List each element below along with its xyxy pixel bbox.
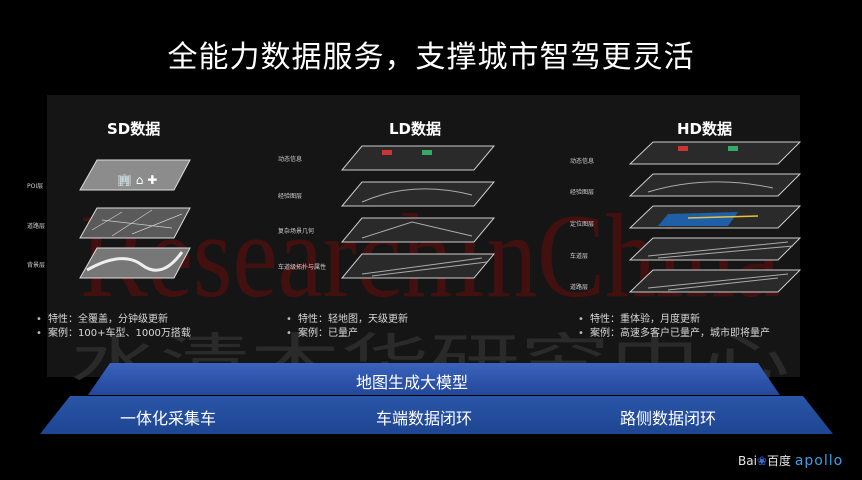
base-band-item: 车端数据闭环 (376, 409, 473, 428)
hd-layer-stack (628, 141, 802, 293)
sd-poi-slab: 🏢 ⌂ ✚ (79, 159, 191, 191)
hd-title: HD数据 (677, 120, 733, 138)
ld-experience-slab (340, 181, 496, 207)
hd-experience-slab (628, 173, 802, 197)
hd-bullets: •特性：重体验，月度更新 •案例：高速多客户已量产，城市即将量产 (578, 314, 770, 339)
hd-layer-label: 动态信息 (570, 158, 595, 165)
ld-dynamic-slab (340, 145, 496, 171)
sd-title: SD数据 (107, 120, 161, 138)
ld-bullets: •特性：轻地图，天级更新 •案例：已量产 (286, 314, 408, 339)
ld-layer-label: 车道级拓扑与属性 (278, 264, 327, 271)
ld-case: 案例：已量产 (298, 328, 358, 339)
model-band (88, 363, 780, 395)
sd-case: 案例：100+车型、1000万搭载 (48, 328, 191, 339)
page-title: 全能力数据服务，支撑城市智驾更灵活 (167, 40, 695, 75)
baidu-apollo-logo: Bai❀百度 apollo (738, 452, 843, 469)
base-band (40, 396, 833, 434)
logo-du: 百度 (766, 454, 791, 468)
hd-layer-label: 经验图层 (570, 189, 595, 196)
sd-background-slab (79, 247, 191, 279)
logo-bai: Bai (738, 454, 757, 468)
hd-layer-label: 车道层 (570, 253, 589, 260)
sd-layer-label: 道路层 (27, 223, 46, 230)
svg-text:🏢 ⌂ ✚: 🏢 ⌂ ✚ (117, 173, 157, 187)
hd-feature: 特性：重体验，月度更新 (590, 314, 700, 325)
hd-dynamic-slab (628, 141, 802, 165)
ld-lane-slab (340, 253, 496, 279)
sd-layer-label: 背景层 (27, 262, 46, 269)
hd-positioning-slab (628, 205, 802, 229)
sd-layer-stack: 🏢 ⌂ ✚ (79, 159, 191, 279)
logo-apollo: apollo (794, 453, 844, 469)
sd-feature: 特性：全覆盖，分钟级更新 (48, 314, 168, 325)
base-band-item: 路侧数据闭环 (620, 409, 717, 428)
ld-layer-label: 复杂场景几何 (278, 228, 315, 235)
ld-geometry-slab (340, 217, 496, 243)
hd-road-slab (628, 269, 802, 293)
hd-case: 案例：高速多客户已量产，城市即将量产 (590, 328, 770, 339)
ld-title: LD数据 (389, 120, 442, 138)
ld-feature: 特性：轻地图，天级更新 (298, 314, 408, 325)
base-band-item: 一体化采集车 (120, 409, 217, 428)
paw-icon: ❀ (756, 454, 767, 468)
sd-road-slab (79, 207, 191, 239)
model-band-label: 地图生成大模型 (356, 373, 469, 392)
hd-lane-slab (628, 237, 802, 261)
ld-layer-label: 经验图层 (278, 193, 303, 200)
ld-layer-stack (340, 145, 496, 279)
hd-layer-label: 定位图层 (570, 221, 595, 228)
sd-bullets: •特性：全覆盖，分钟级更新 •案例：100+车型、1000万搭载 (36, 314, 191, 339)
sd-layer-label: POI层 (27, 183, 44, 190)
hd-layer-label: 道路层 (570, 284, 589, 291)
ld-layer-label: 动态信息 (278, 156, 303, 163)
